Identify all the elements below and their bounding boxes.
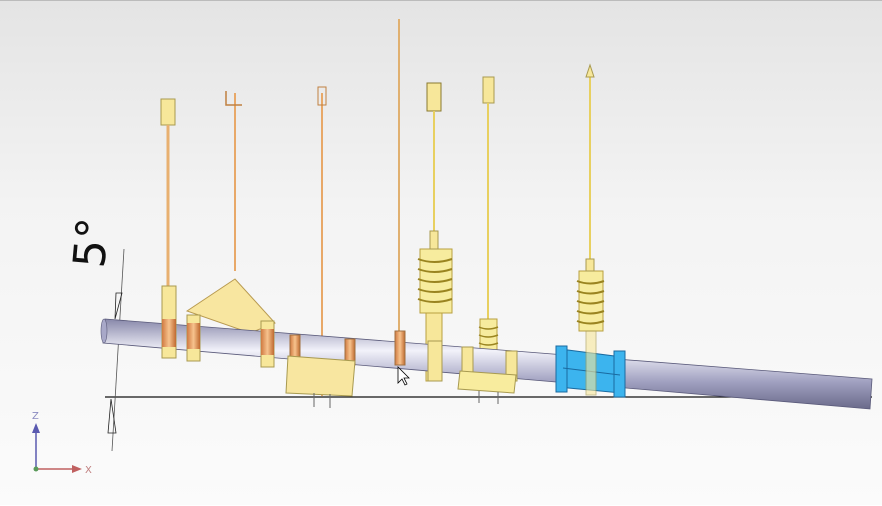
angle-dimension[interactable]: 5° <box>64 216 125 452</box>
pipe-clamps[interactable] <box>161 285 518 382</box>
spring-hanger-3[interactable] <box>576 258 605 332</box>
base-support-1[interactable] <box>285 355 356 408</box>
x-axis-label: X <box>85 465 92 476</box>
z-axis-label: Z <box>32 411 39 422</box>
triangular-support[interactable] <box>185 278 276 334</box>
valve-fitting[interactable] <box>555 330 626 398</box>
base-support-2[interactable] <box>457 370 517 404</box>
mouse-cursor-icon <box>397 366 410 386</box>
axis-triad: Z X <box>32 411 92 476</box>
angle-label: 5° <box>64 216 119 270</box>
